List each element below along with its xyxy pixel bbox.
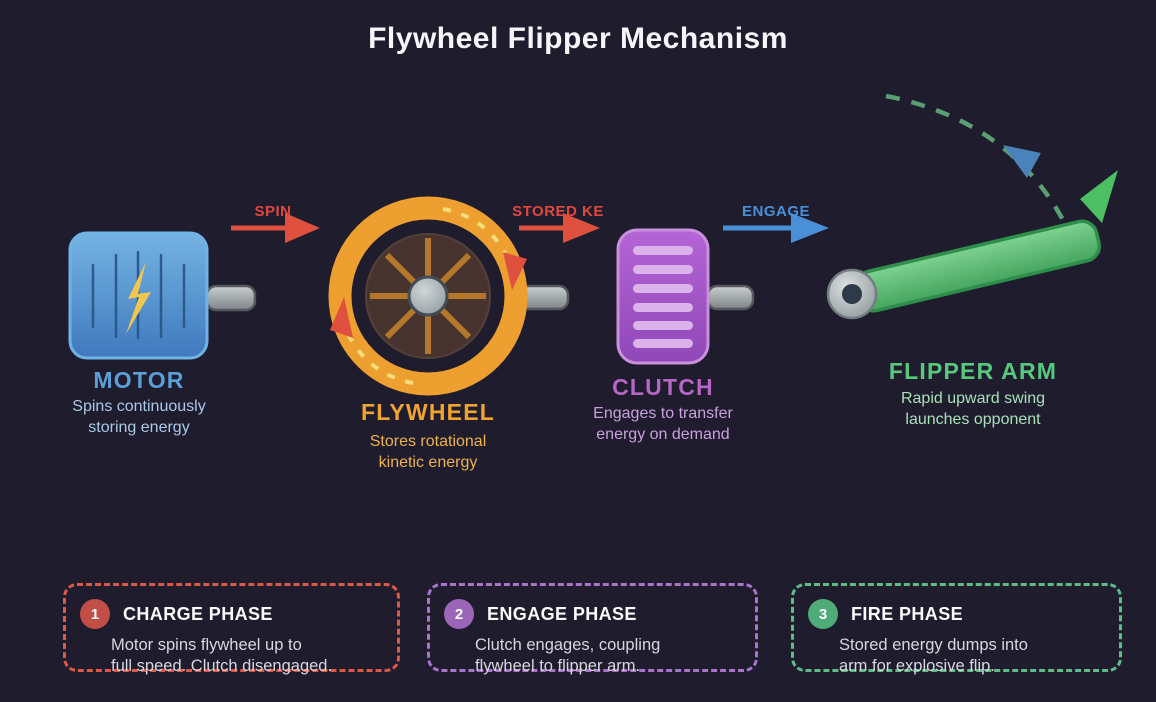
page-title: Flywheel Flipper Mechanism [368,22,788,55]
flywheel-graphic [328,196,570,396]
phase-title: FIRE PHASE [851,603,964,624]
engage-arrow [723,213,829,243]
stored-ke-arrow [519,213,600,243]
clutch-label: CLUTCH [612,374,714,400]
flywheel-label: FLYWHEEL [361,399,495,425]
motor-description: Spins continuously storing energy [72,398,206,436]
engage-arrow-label: ENGAGE [741,203,811,220]
flywheel-description: Stores rotational kinetic energy [369,433,487,471]
engage-phase-box: 2 ENGAGE PHASE Clutch engages, coupling … [427,583,758,675]
flipper-arm-bar [854,219,1102,313]
phase-header: 3 FIRE PHASE [808,599,1105,629]
stored-ke-arrow-label: STORED KE [512,203,604,220]
phase-number-badge: 3 [808,599,838,629]
flywheel-hub [407,275,449,317]
rotation-arrowhead-right [503,252,527,290]
phase-title: CHARGE PHASE [123,603,273,624]
charge-phase-box: 1 CHARGE PHASE Motor spins flywheel up t… [63,583,400,675]
phase-description: Motor spins flywheel up to full speed. C… [111,636,333,675]
motor-label: MOTOR [93,367,185,393]
lightning-icon [126,262,151,334]
fire-phase-box: 3 FIRE PHASE Stored energy dumps into ar… [791,583,1122,675]
motor-graphic [68,231,257,360]
flipper-arm-description: Rapid upward swing launches opponent [900,390,1046,428]
phase-header: 2 ENGAGE PHASE [444,599,741,629]
spin-arrow-label: SPIN [254,203,292,220]
flipper-arm-graphic [826,93,1118,320]
pivot-center [842,284,862,304]
flywheel-ring [328,196,528,396]
phase-number-badge: 1 [80,599,110,629]
spin-arrow [231,213,320,243]
clutch-graphic [616,228,755,365]
clutch-plates [633,246,693,348]
phase-description: Stored energy dumps into arm for explosi… [839,636,1028,675]
arm-tip-arrowhead [1080,170,1118,223]
phase-description: Clutch engages, coupling flywheel to fli… [475,636,661,675]
phase-header: 1 CHARGE PHASE [80,599,383,629]
phase-number-badge: 2 [444,599,474,629]
rotation-arrowhead-left [330,297,353,338]
mechanism-diagram [68,93,1118,396]
clutch-description: Engages to transfer energy on demand [593,405,733,443]
clutch-shaft [706,284,755,311]
motor-shaft [205,284,257,312]
flipper-arm-label: FLIPPER ARM [888,358,1058,384]
swing-path [885,93,1065,222]
phase-title: ENGAGE PHASE [487,603,637,624]
swing-direction-arrowhead [1003,145,1041,178]
